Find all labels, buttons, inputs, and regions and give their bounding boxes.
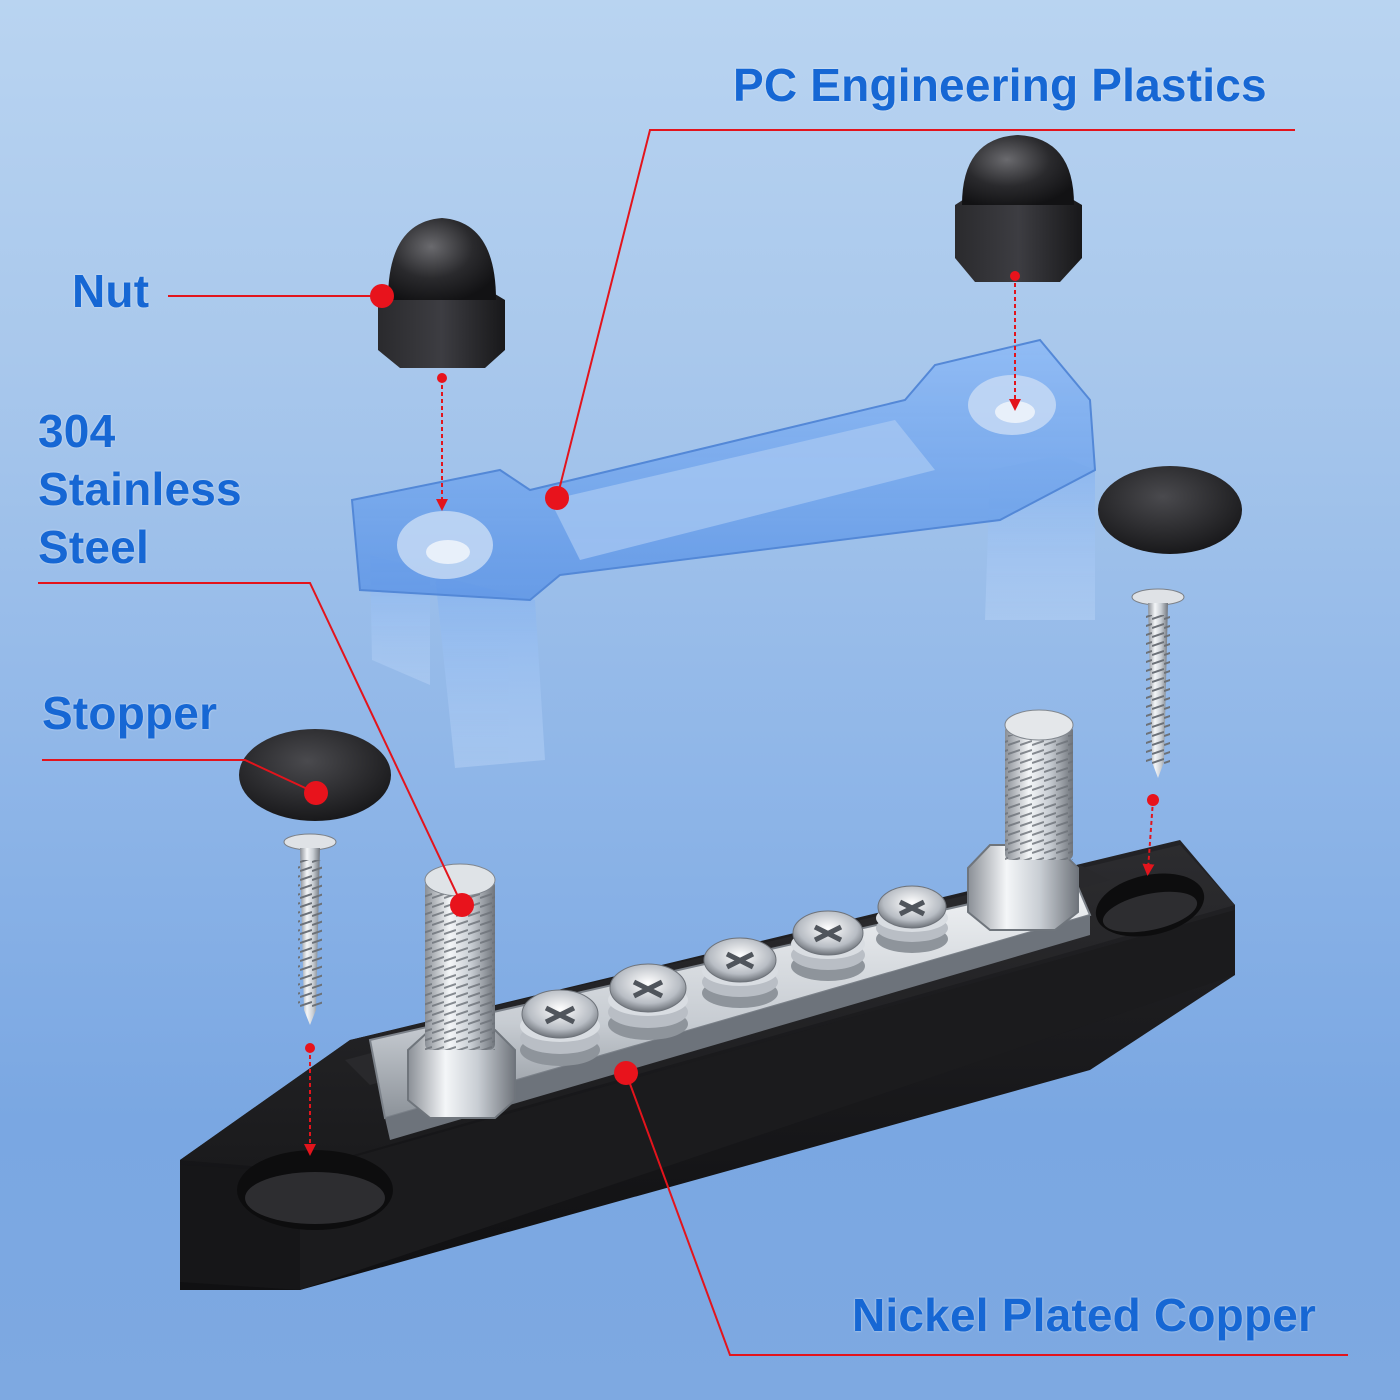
right-stopper (1098, 466, 1242, 554)
nut-label: Nut (72, 265, 150, 317)
callout-dots (304, 271, 1159, 1085)
stainless-steel-label-line2: Stainless (38, 463, 242, 515)
stainless-steel-label-line3: Steel (38, 521, 149, 573)
assembly-arrows (304, 276, 1155, 1156)
left-nut-cap (378, 218, 505, 368)
stopper-callout-dot (304, 781, 328, 805)
pc-plastic-cover (350, 338, 1097, 768)
right-wood-screw (1131, 588, 1185, 778)
nut-callout-dot (370, 284, 394, 308)
pc-plastics-label: PC Engineering Plastics (733, 59, 1267, 111)
right-nut-cap (955, 135, 1082, 282)
leader-lines (38, 129, 1348, 1356)
stainless-steel-label-line1: 304 (38, 405, 116, 457)
left-wood-screw (283, 833, 337, 1025)
copper-callout-dot (614, 1061, 638, 1085)
right-stainless-stud (967, 709, 1079, 931)
stainless-steel-label: 304 Stainless Steel (38, 402, 242, 576)
stopper-label: Stopper (42, 687, 218, 739)
left-stainless-stud (407, 863, 516, 1119)
terminal-screws (520, 885, 948, 1066)
steel-callout-dot (450, 893, 474, 917)
left-stopper (239, 729, 391, 821)
pc-callout-dot (545, 486, 569, 510)
nickel-copper-label: Nickel Plated Copper (852, 1289, 1317, 1341)
